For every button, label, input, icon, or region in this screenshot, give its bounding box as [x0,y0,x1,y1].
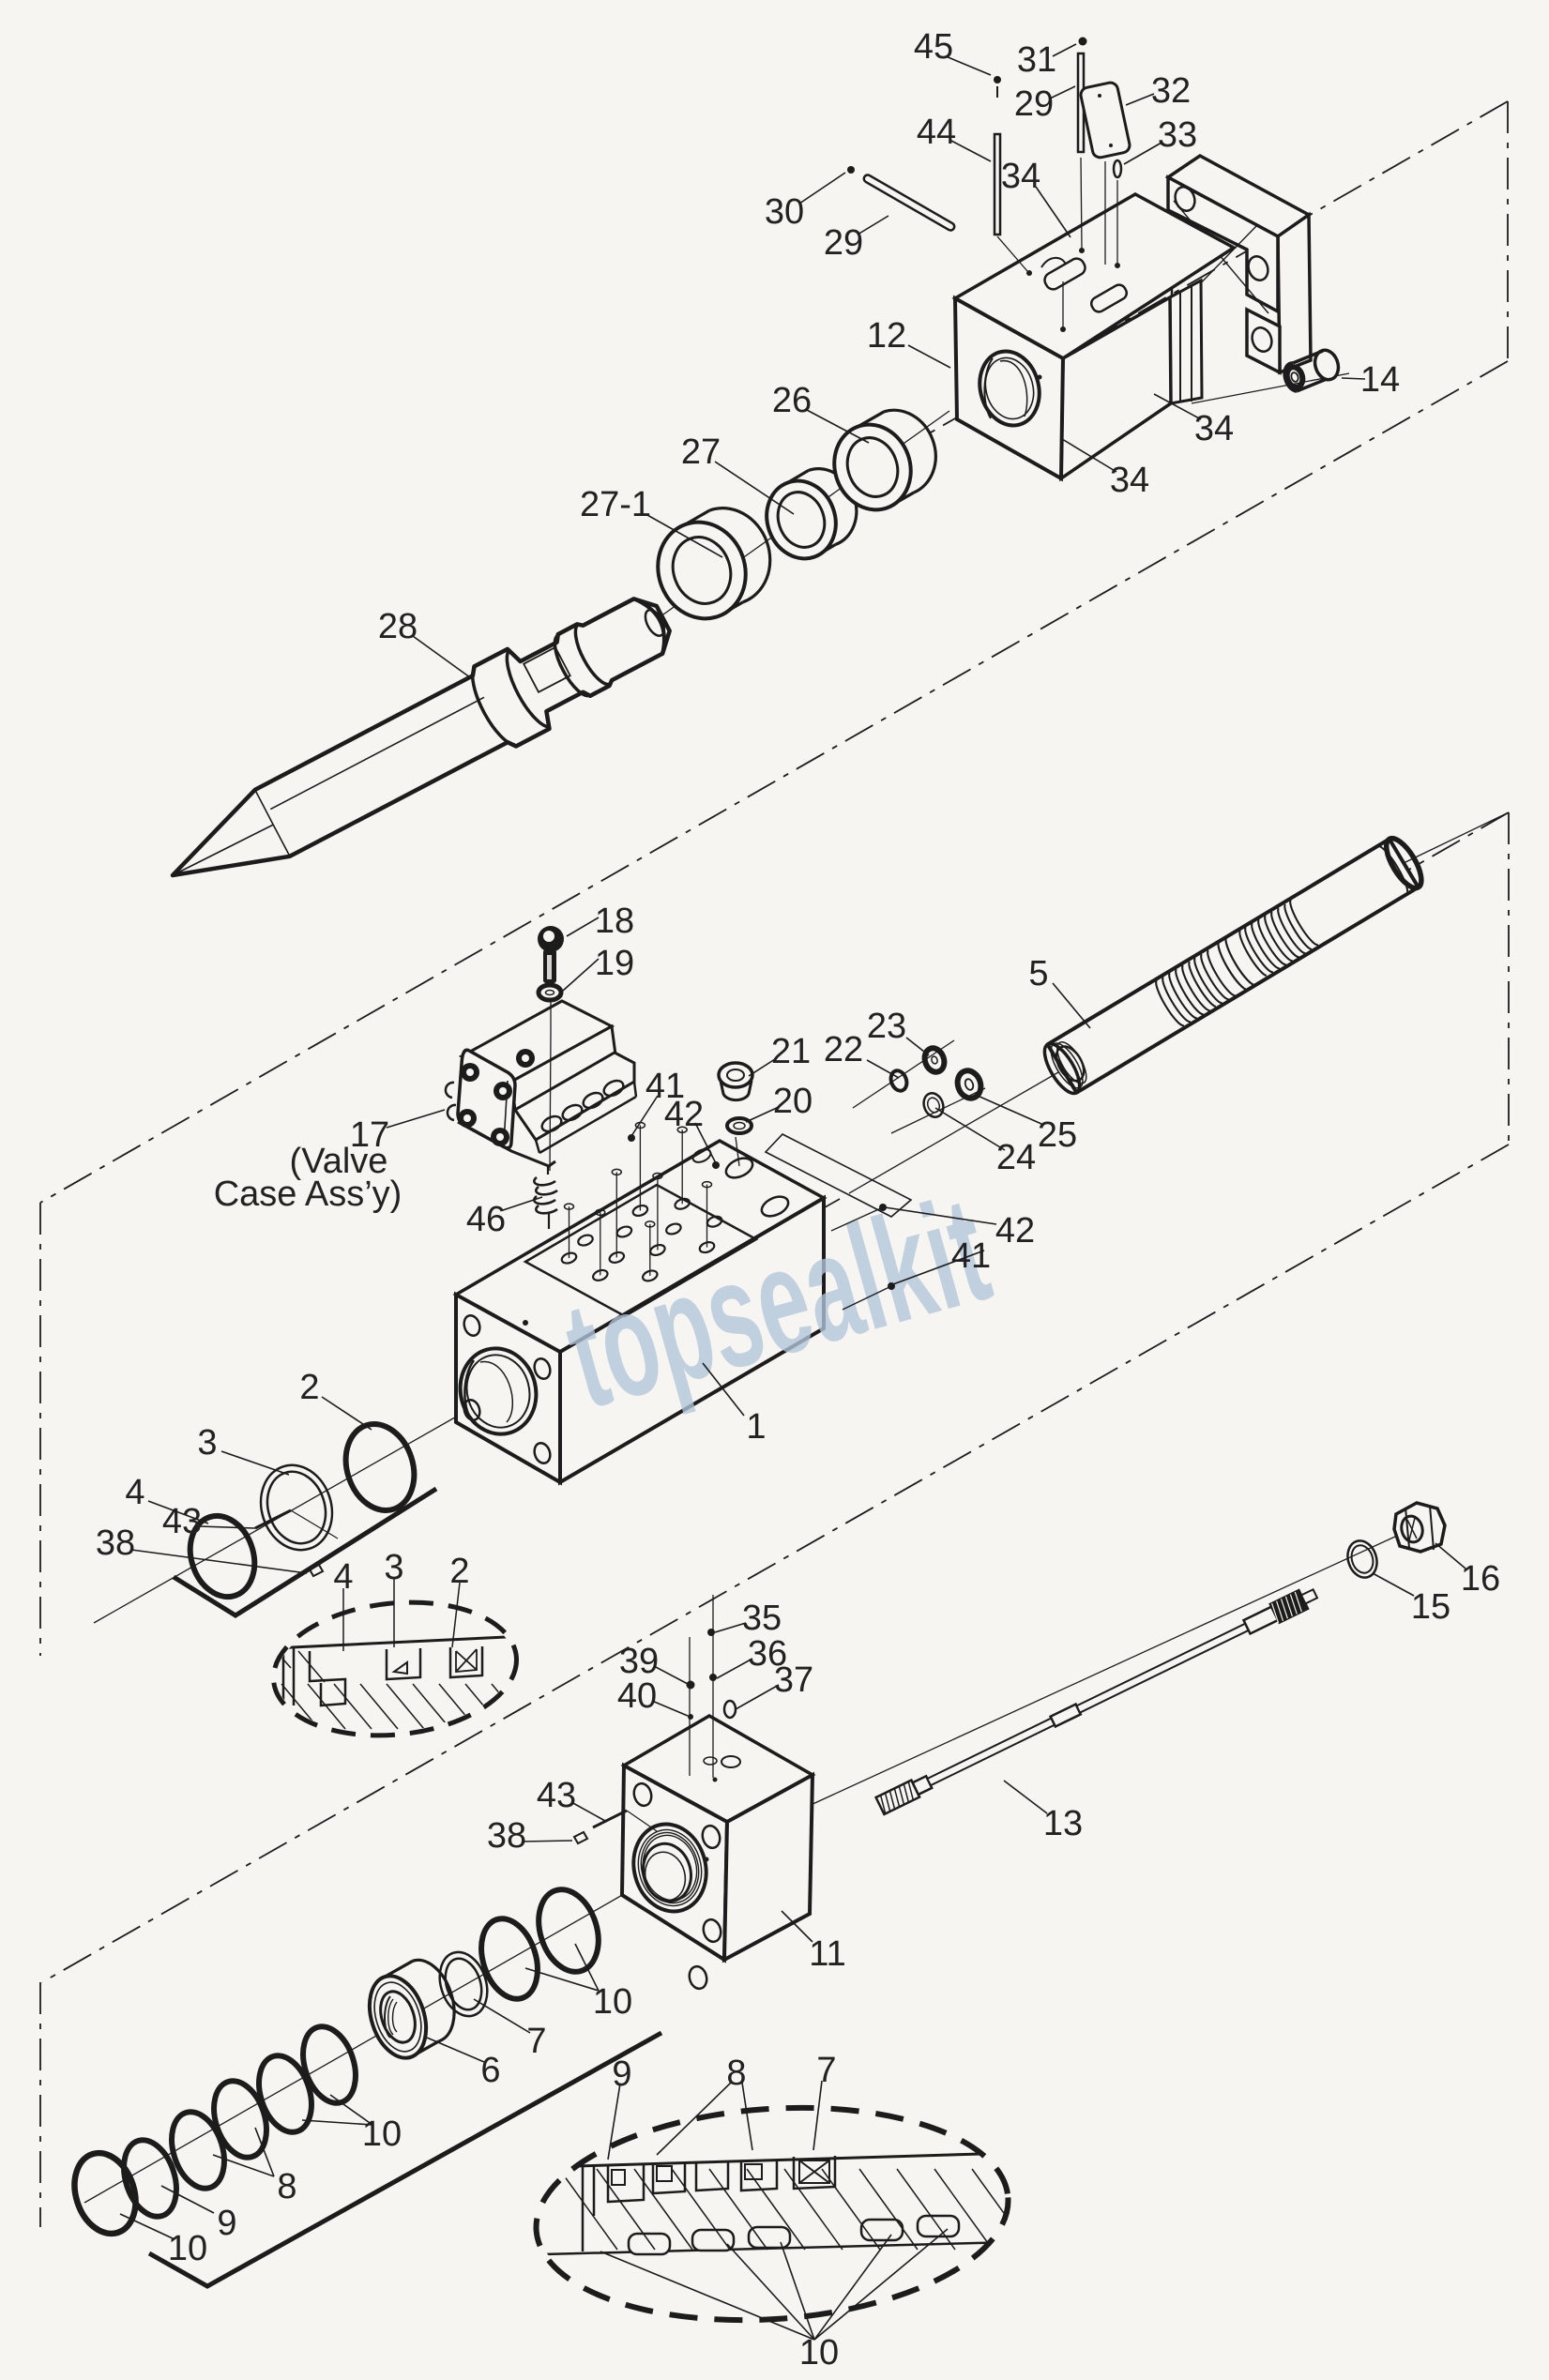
svg-text:31: 31 [1017,40,1056,80]
svg-text:42: 42 [995,1211,1035,1251]
svg-text:39: 39 [619,1642,659,1681]
svg-text:29: 29 [824,223,863,263]
svg-text:46: 46 [466,1200,506,1239]
svg-text:(Valve: (Valve [290,1142,388,1181]
svg-text:10: 10 [799,2333,839,2372]
svg-text:26: 26 [772,381,812,420]
svg-text:14: 14 [1360,360,1400,400]
svg-text:3: 3 [197,1423,217,1463]
svg-text:27-1: 27-1 [580,485,651,524]
svg-text:3: 3 [384,1548,403,1587]
svg-text:20: 20 [773,1082,812,1121]
svg-text:10: 10 [362,2115,402,2154]
svg-text:38: 38 [487,1816,526,1856]
svg-text:24: 24 [996,1138,1036,1177]
svg-text:21: 21 [771,1032,811,1071]
svg-text:19: 19 [595,944,634,983]
svg-text:35: 35 [742,1599,782,1638]
svg-text:34: 34 [1001,157,1040,196]
svg-text:12: 12 [867,316,906,356]
svg-text:5: 5 [1028,954,1048,993]
svg-text:10: 10 [593,1982,632,2022]
svg-text:Case Ass’y): Case Ass’y) [214,1175,402,1214]
svg-text:34: 34 [1110,461,1149,500]
svg-text:4: 4 [333,1557,353,1597]
svg-text:36: 36 [748,1634,787,1674]
svg-text:2: 2 [449,1552,469,1591]
svg-text:29: 29 [1014,84,1054,124]
svg-text:30: 30 [765,192,804,232]
svg-text:15: 15 [1411,1587,1450,1627]
svg-text:7: 7 [526,2022,546,2061]
svg-text:9: 9 [217,2204,236,2243]
svg-text:7: 7 [816,2051,836,2090]
svg-text:40: 40 [617,1676,657,1716]
svg-text:32: 32 [1151,71,1191,111]
svg-text:4: 4 [125,1473,144,1512]
svg-text:22: 22 [824,1030,863,1069]
svg-text:28: 28 [378,607,418,646]
svg-text:38: 38 [96,1524,135,1563]
svg-text:10: 10 [168,2229,207,2268]
svg-text:17: 17 [350,1115,389,1155]
svg-text:2: 2 [299,1368,319,1407]
svg-text:44: 44 [917,113,956,152]
svg-text:41: 41 [645,1067,685,1106]
svg-text:43: 43 [537,1776,576,1815]
svg-text:18: 18 [595,902,634,941]
svg-text:9: 9 [612,2054,631,2094]
svg-text:33: 33 [1158,115,1197,155]
svg-text:6: 6 [480,2051,500,2090]
svg-text:27: 27 [681,432,721,472]
svg-text:13: 13 [1043,1804,1083,1843]
svg-text:25: 25 [1038,1115,1077,1155]
svg-text:11: 11 [809,1934,845,1974]
svg-text:23: 23 [867,1007,906,1046]
svg-text:37: 37 [774,1660,813,1700]
svg-text:34: 34 [1194,409,1234,448]
svg-text:45: 45 [914,27,953,67]
svg-text:1: 1 [746,1407,766,1447]
svg-text:16: 16 [1461,1559,1500,1599]
svg-text:8: 8 [277,2167,296,2206]
